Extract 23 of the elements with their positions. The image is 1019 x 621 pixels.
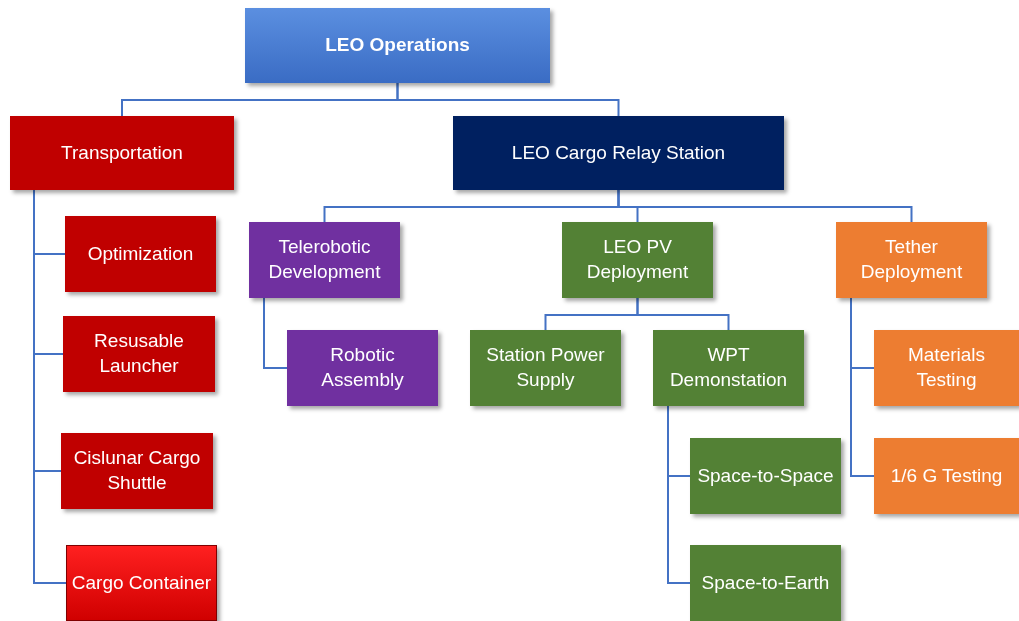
process-box: Station Power Supply — [470, 330, 621, 406]
process-box: Materials Testing — [874, 330, 1019, 406]
process-box: 1/6 G Testing — [874, 438, 1019, 514]
connector-line — [263, 297, 288, 369]
process-box: Resusable Launcher — [63, 316, 215, 392]
root-box: LEO Operations — [245, 8, 550, 83]
connector-line — [617, 189, 913, 223]
process-box: Space-to-Earth — [690, 545, 841, 621]
process-box: Telerobotic Development — [249, 222, 400, 298]
process-box: Tether Deployment — [836, 222, 987, 298]
process-box: Robotic Assembly — [287, 330, 438, 406]
process-box: LEO PV Deployment — [562, 222, 713, 298]
process-box: Cislunar Cargo Shuttle — [61, 433, 213, 509]
connector-line — [636, 297, 730, 331]
process-box: Cargo Container — [66, 545, 217, 621]
process-box: WPT Demonstation — [653, 330, 804, 406]
connector-line — [850, 297, 875, 477]
connector-line — [396, 82, 620, 117]
process-box: Transportation — [10, 116, 234, 190]
process-box: Optimization — [65, 216, 216, 292]
process-box: LEO Cargo Relay Station — [453, 116, 784, 190]
connector-line — [667, 405, 691, 584]
process-box: Space-to-Space — [690, 438, 841, 514]
